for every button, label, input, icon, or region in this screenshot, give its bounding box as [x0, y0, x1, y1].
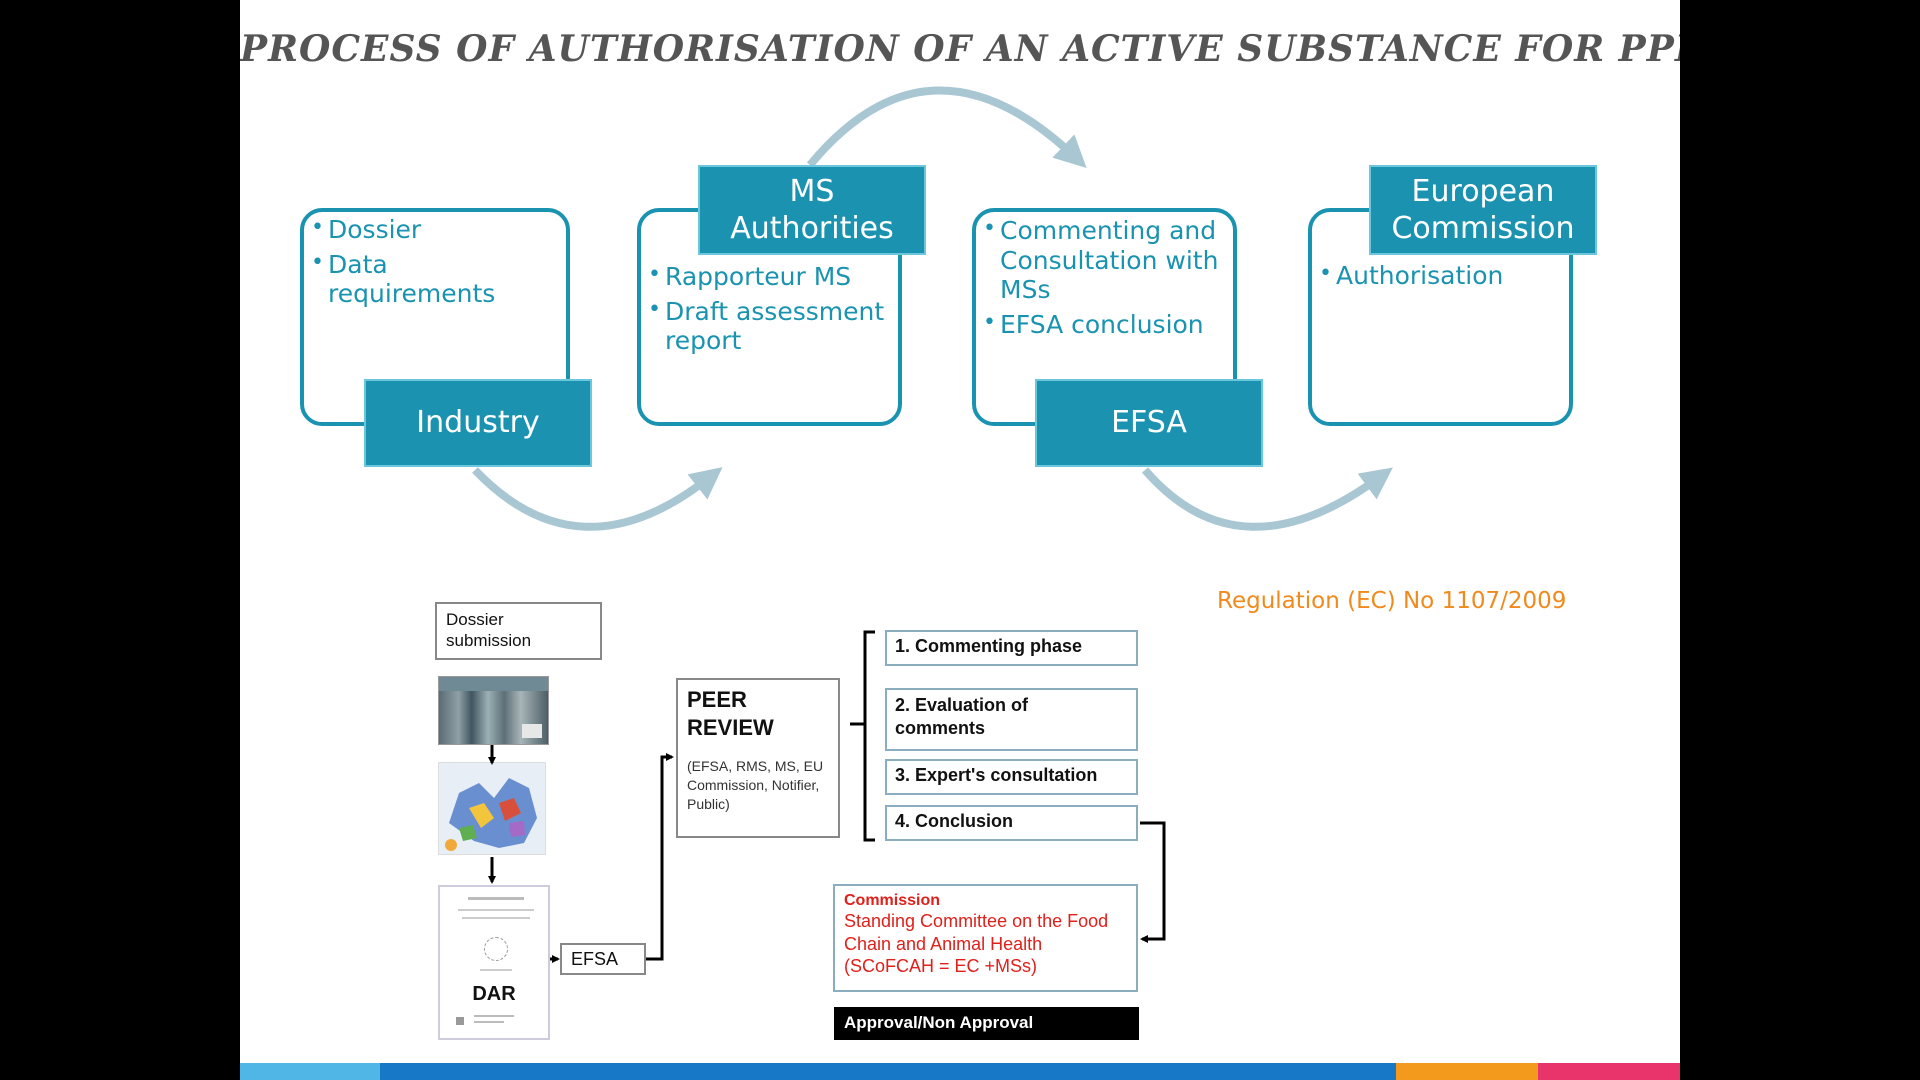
step-experts-consultation: 3. Expert's consultation: [885, 759, 1138, 795]
ms-authorities-header: MS Authorities: [698, 165, 926, 255]
ec-bullets: Authorisation: [1319, 261, 1569, 296]
step-evaluation-of-comments: 2. Evaluation of comments: [885, 688, 1138, 751]
industry-bullets: Dossier Data requirements: [311, 215, 561, 314]
efsa-flow-box: EFSA: [560, 943, 646, 975]
bracket-steps: [850, 630, 875, 842]
europe-map-image: [438, 762, 546, 855]
footer-color-bar: [240, 1063, 1680, 1080]
efsa-header: EFSA: [1035, 379, 1263, 467]
regulation-label: Regulation (EC) No 1107/2009: [1217, 588, 1567, 614]
footer-bar-pink: [1538, 1063, 1680, 1080]
approval-bar: Approval/Non Approval: [834, 1007, 1139, 1040]
step-conclusion: 4. Conclusion: [885, 805, 1138, 841]
step-commenting-phase: 1. Commenting phase: [885, 630, 1138, 666]
dar-label: DAR: [472, 983, 516, 1005]
footer-bar-light-blue: [240, 1063, 380, 1080]
process-arrows: [472, 86, 1393, 531]
efsa-bullets: Commenting and Consultation with MSs EFS…: [983, 216, 1233, 344]
arrow-industry-to-ms: [472, 467, 723, 531]
peer-review-box: PEER REVIEW (EFSA, RMS, MS, EU Commissio…: [676, 678, 840, 838]
european-commission-header: European Commission: [1369, 165, 1597, 255]
bullet-draft-assessment-report: Draft assessment report: [648, 297, 898, 356]
commission-text: Standing Committee on the Food Chain and…: [844, 911, 1109, 976]
slide: PROCESS OF AUTHORISATION OF AN ACTIVE SU…: [240, 0, 1680, 1080]
peer-review-title: PEER REVIEW: [687, 687, 774, 740]
bullet-rapporteur-ms: Rapporteur MS: [648, 262, 898, 292]
efsa-flow-label: EFSA: [571, 949, 619, 969]
dossier-submission-box: Dossier submission: [435, 602, 602, 660]
bullet-dossier: Dossier: [311, 215, 561, 245]
slide-title: PROCESS OF AUTHORISATION OF AN ACTIVE SU…: [240, 28, 1680, 70]
dossier-binders-image: [438, 676, 549, 745]
commission-box: Commission Standing Committee on the Foo…: [833, 884, 1138, 992]
footer-bar-blue: [380, 1063, 1396, 1080]
dossier-submission-label: Dossier submission: [446, 610, 532, 651]
bullet-efsa-conclusion: EFSA conclusion: [983, 310, 1233, 340]
bullet-authorisation: Authorisation: [1319, 261, 1569, 291]
step-evaluation-label: 2. Evaluation of comments: [895, 695, 1029, 739]
dar-document-image: DAR: [438, 885, 550, 1040]
connector-efsa-to-peer: [646, 753, 674, 961]
arrow-ms-to-efsa: [806, 86, 1087, 168]
ms-bullets: Rapporteur MS Draft assessment report: [648, 262, 898, 361]
peer-review-members: (EFSA, RMS, MS, EU Commission, Notifier,…: [687, 758, 824, 812]
commission-title: Commission: [844, 892, 941, 909]
bullet-data-requirements: Data requirements: [311, 250, 561, 309]
industry-header: Industry: [364, 379, 592, 467]
arrow-efsa-to-ec: [1141, 467, 1393, 531]
footer-bar-orange: [1396, 1063, 1538, 1080]
connector-conclusion-to-commission: [1140, 821, 1166, 943]
bullet-commenting-consultation: Commenting and Consultation with MSs: [983, 216, 1233, 305]
approval-label: Approval/Non Approval: [844, 1013, 1034, 1032]
